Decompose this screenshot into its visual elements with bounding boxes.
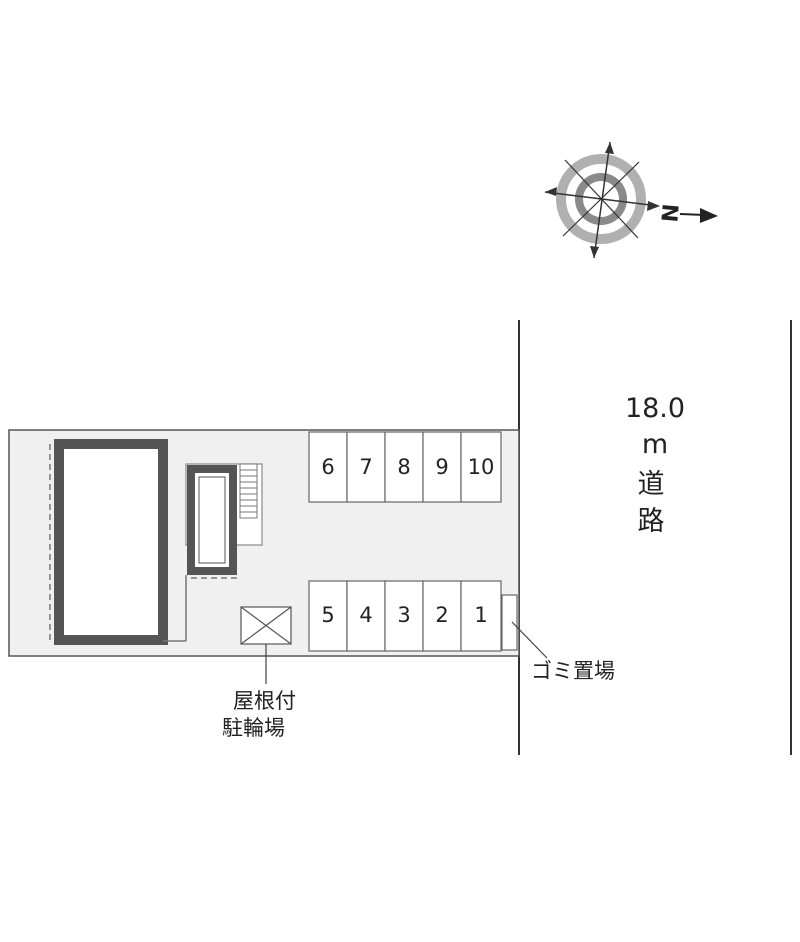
parking-number: 4 [359, 603, 373, 627]
parking-space [384, 580, 424, 652]
parking-number: 10 [467, 455, 495, 479]
stairs [239, 463, 258, 519]
parking-space [422, 580, 462, 652]
parking-space [460, 431, 502, 503]
road-width-label: 18.0 [624, 393, 686, 424]
parking-bottom-row [308, 580, 502, 652]
parking-number: 2 [435, 603, 449, 627]
parking-number: 7 [359, 455, 373, 479]
garbage-area [501, 594, 518, 651]
garbage-leader-line [511, 621, 548, 659]
parking-number: 9 [435, 455, 449, 479]
parking-number: 6 [321, 455, 335, 479]
parking-space [384, 431, 424, 503]
main-building [54, 439, 168, 645]
parking-number: 8 [397, 455, 411, 479]
bicycle-parking [240, 606, 292, 645]
parking-top-row [308, 431, 502, 503]
bicycle-parking-label-line1: 屋根付 [233, 689, 296, 713]
road-label-line1: 道 [637, 469, 665, 500]
garbage-area-label: ゴミ置場 [531, 659, 615, 683]
parking-number: 5 [321, 603, 335, 627]
parking-space [346, 580, 386, 652]
parking-space [308, 580, 348, 652]
road-unit-label: m [641, 429, 669, 460]
road-label-line2: 路 [637, 506, 665, 537]
parking-space [422, 431, 462, 503]
compass-rose [544, 141, 718, 259]
annex-inner [198, 476, 226, 564]
parking-space [346, 431, 386, 503]
parking-number: 1 [474, 603, 488, 627]
parking-number: 3 [397, 603, 411, 627]
parking-space [460, 580, 502, 652]
bicycle-parking-label-line2: 駐輪場 [222, 716, 285, 740]
compass-north-label: N [655, 203, 682, 224]
parking-space [308, 431, 348, 503]
